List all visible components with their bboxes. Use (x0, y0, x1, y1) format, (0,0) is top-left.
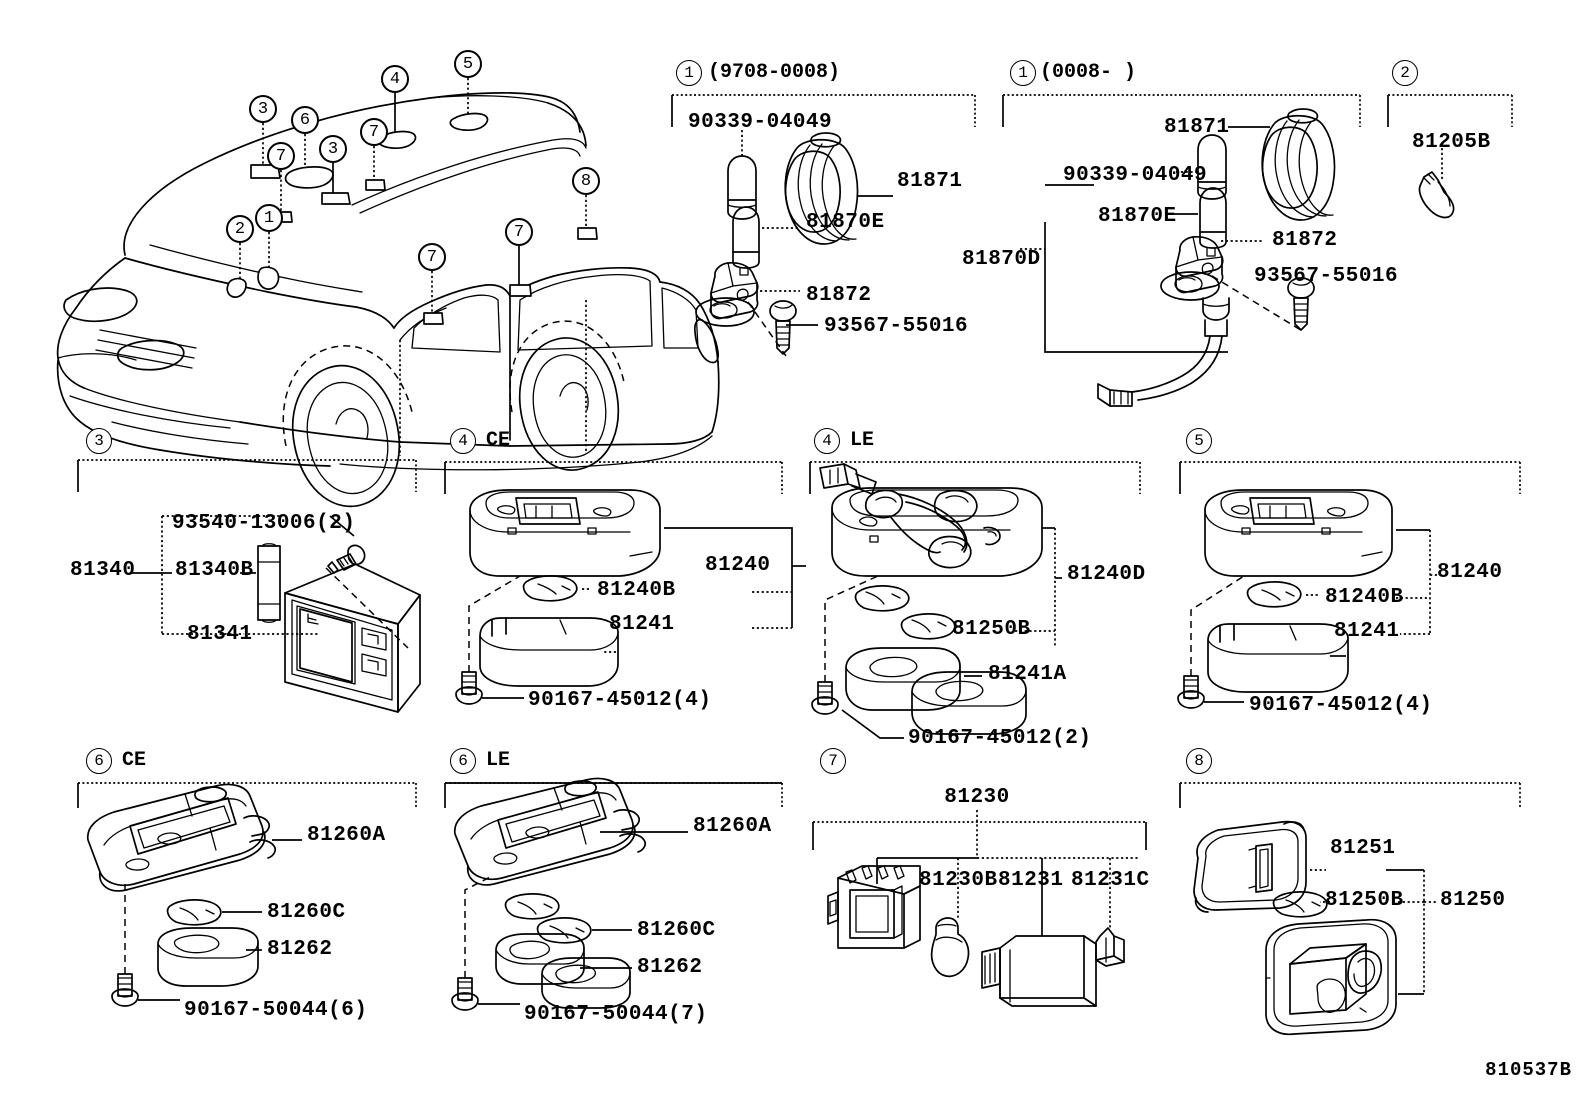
group-3-box (77, 459, 417, 492)
group-3-parts (130, 515, 421, 713)
group-1-late-parts (1020, 108, 1336, 407)
group-7-box (812, 821, 1147, 850)
group-suffix-6-le: LE (486, 749, 511, 772)
part-label-90167-45012-4-g5: 90167-45012(4) (1249, 694, 1433, 717)
group-8-box (1179, 782, 1521, 808)
part-label-90167-50044-7: 90167-50044(7) (524, 1003, 708, 1026)
group-2-parts (1418, 148, 1455, 219)
callout-6[interactable]: 6 (291, 106, 319, 134)
vehicle-callout-leaders (226, 78, 598, 325)
part-label-81251: 81251 (1330, 837, 1396, 860)
part-label-90339-04049-a: 90339-04049 (688, 111, 833, 134)
group-4-le-box (809, 461, 1141, 494)
part-label-90167-45012-4-ce: 90167-45012(4) (528, 689, 712, 712)
part-label-90167-50044-6: 90167-50044(6) (184, 999, 368, 1022)
group-6-ce-box (77, 782, 417, 808)
part-label-81262-le: 81262 (637, 956, 703, 979)
vehicle-outline (56, 92, 720, 508)
group-number-2: 2 (1392, 60, 1418, 86)
group-suffix-6-ce: CE (122, 749, 147, 772)
part-label-81260A-ce: 81260A (307, 824, 386, 847)
part-label-81870D: 81870D (962, 248, 1041, 271)
group-7-parts (827, 810, 1139, 1007)
part-label-93540-13006: 93540-13006(2) (172, 512, 356, 535)
part-label-93567-55016-b: 93567-55016 (1254, 265, 1399, 288)
part-label-81250B-le: 81250B (952, 618, 1031, 641)
group-5-box (1179, 461, 1521, 494)
group-suffix-4-le: LE (850, 429, 875, 452)
callout-4[interactable]: 4 (381, 65, 409, 93)
group-number-1-early: 1 (676, 60, 702, 86)
callout-1[interactable]: 1 (255, 204, 283, 232)
group-number-6-ce: 6 (86, 748, 112, 774)
part-label-81240-g5: 81240 (1437, 561, 1503, 584)
callout-7-front-left[interactable]: 7 (267, 142, 295, 170)
group-suffix-1-late: (0008- ) (1040, 61, 1137, 84)
part-label-81230B: 81230B (919, 869, 998, 892)
part-label-81872-b: 81872 (1272, 229, 1338, 252)
part-label-81250B-g8: 81250B (1325, 889, 1404, 912)
part-label-81240-ce: 81240 (705, 554, 771, 577)
part-label-93567-55016-a: 93567-55016 (824, 315, 969, 338)
group-5-parts (1177, 489, 1444, 709)
group-number-7: 7 (820, 748, 846, 774)
part-label-81260C-ce: 81260C (267, 901, 346, 924)
part-label-81230: 81230 (944, 786, 1010, 809)
part-label-81241-g5: 81241 (1334, 620, 1400, 643)
callout-5[interactable]: 5 (454, 50, 482, 78)
callout-7-rear-door[interactable]: 7 (505, 218, 533, 246)
sheet-code: 810537B (1485, 1059, 1572, 1081)
part-label-81231C: 81231C (1071, 869, 1150, 892)
callout-3-windshield[interactable]: 3 (249, 95, 277, 123)
group-4-ce-box (444, 461, 783, 494)
group-number-8: 8 (1186, 748, 1212, 774)
callout-2[interactable]: 2 (226, 215, 254, 243)
callout-3-roof[interactable]: 3 (319, 135, 347, 163)
part-label-81870E-a: 81870E (806, 211, 885, 234)
part-label-81240D: 81240D (1067, 563, 1146, 586)
group-suffix-4-ce: CE (486, 429, 511, 452)
group-number-6-le: 6 (450, 748, 476, 774)
group-4-le-parts (811, 463, 1062, 739)
group-6-ce-parts (86, 783, 302, 1007)
part-label-81871-b: 81871 (1164, 116, 1230, 139)
part-label-90167-45012-2: 90167-45012(2) (908, 727, 1092, 750)
group-number-5: 5 (1186, 428, 1212, 454)
part-label-81871-a: 81871 (897, 170, 963, 193)
part-label-81341: 81341 (187, 623, 253, 646)
part-label-90339-04049-b: 90339-04049 (1063, 164, 1208, 187)
part-label-81260A-le: 81260A (693, 815, 772, 838)
group-6-le-box (444, 782, 783, 808)
part-label-81872-a: 81872 (806, 284, 872, 307)
group-number-1-late: 1 (1010, 60, 1036, 86)
callout-8[interactable]: 8 (572, 167, 600, 195)
group-2-box (1387, 94, 1513, 127)
part-label-81340: 81340 (70, 559, 136, 582)
group-number-3: 3 (86, 428, 112, 454)
callout-7-roof[interactable]: 7 (360, 118, 388, 146)
part-label-81262-ce: 81262 (267, 938, 333, 961)
part-label-81240B-g5: 81240B (1325, 586, 1404, 609)
group-number-4-ce: 4 (450, 428, 476, 454)
part-label-81241-ce: 81241 (609, 613, 675, 636)
part-label-81241A: 81241A (988, 663, 1067, 686)
group-8-parts (1193, 820, 1436, 1036)
part-label-81205B: 81205B (1412, 131, 1491, 154)
part-label-81250: 81250 (1440, 889, 1506, 912)
part-label-81340B: 81340B (175, 559, 254, 582)
part-label-81870E-b: 81870E (1098, 205, 1177, 228)
group-number-4-le: 4 (814, 428, 840, 454)
part-label-81231: 81231 (998, 869, 1064, 892)
part-label-81260C-le: 81260C (637, 919, 716, 942)
group-suffix-1-early: (9708-0008) (708, 61, 841, 84)
callout-7-front-door[interactable]: 7 (418, 243, 446, 271)
part-label-81240B-ce: 81240B (597, 579, 676, 602)
